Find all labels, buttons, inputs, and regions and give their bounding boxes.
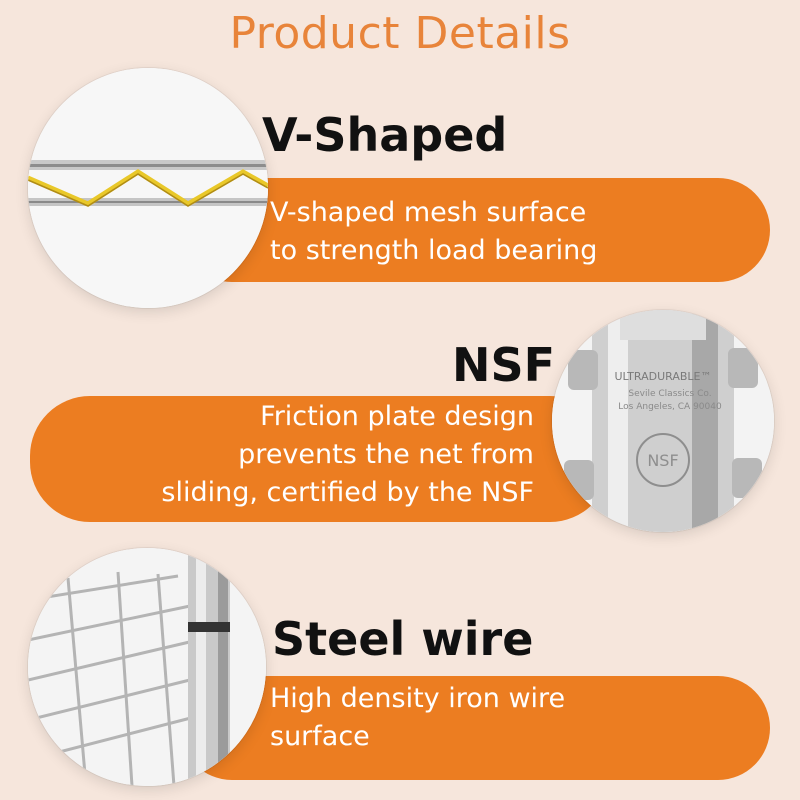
stamp-text: ULTRADURABLE™ [615,370,712,383]
v-mesh-closeup-icon [28,68,268,308]
description-line: to strength load bearing [270,235,598,266]
steel-wire-shelf-icon [28,548,266,786]
feature-band [180,178,770,282]
nsf-seal-text: NSF [647,451,678,470]
description-line: surface [270,721,370,752]
nsf-post-closeup-icon: ULTRADURABLE™ Sevile Classics Co. Los An… [552,310,774,532]
description-line: V-shaped mesh surface [270,197,587,228]
description-line: Friction plate design [260,401,534,432]
feature-description: Friction plate design prevents the net f… [161,398,534,512]
page-title: Product Details [229,8,571,59]
feature-band [30,396,610,522]
description-line: High density iron wire [270,683,566,714]
feature-description: High density iron wire surface [270,680,565,756]
stamp-text: Sevile Classics Co. [628,389,711,399]
description-line: sliding, certified by the NSF [161,477,534,508]
feature-description: V-shaped mesh surface to strength load b… [270,194,597,270]
feature-heading: NSF [452,338,556,392]
description-line: prevents the net from [238,439,534,470]
feature-heading: V-Shaped [262,108,508,162]
feature-band [180,676,770,780]
stamp-text: Los Angeles, CA 90040 [618,402,722,412]
feature-heading: Steel wire [272,612,534,666]
